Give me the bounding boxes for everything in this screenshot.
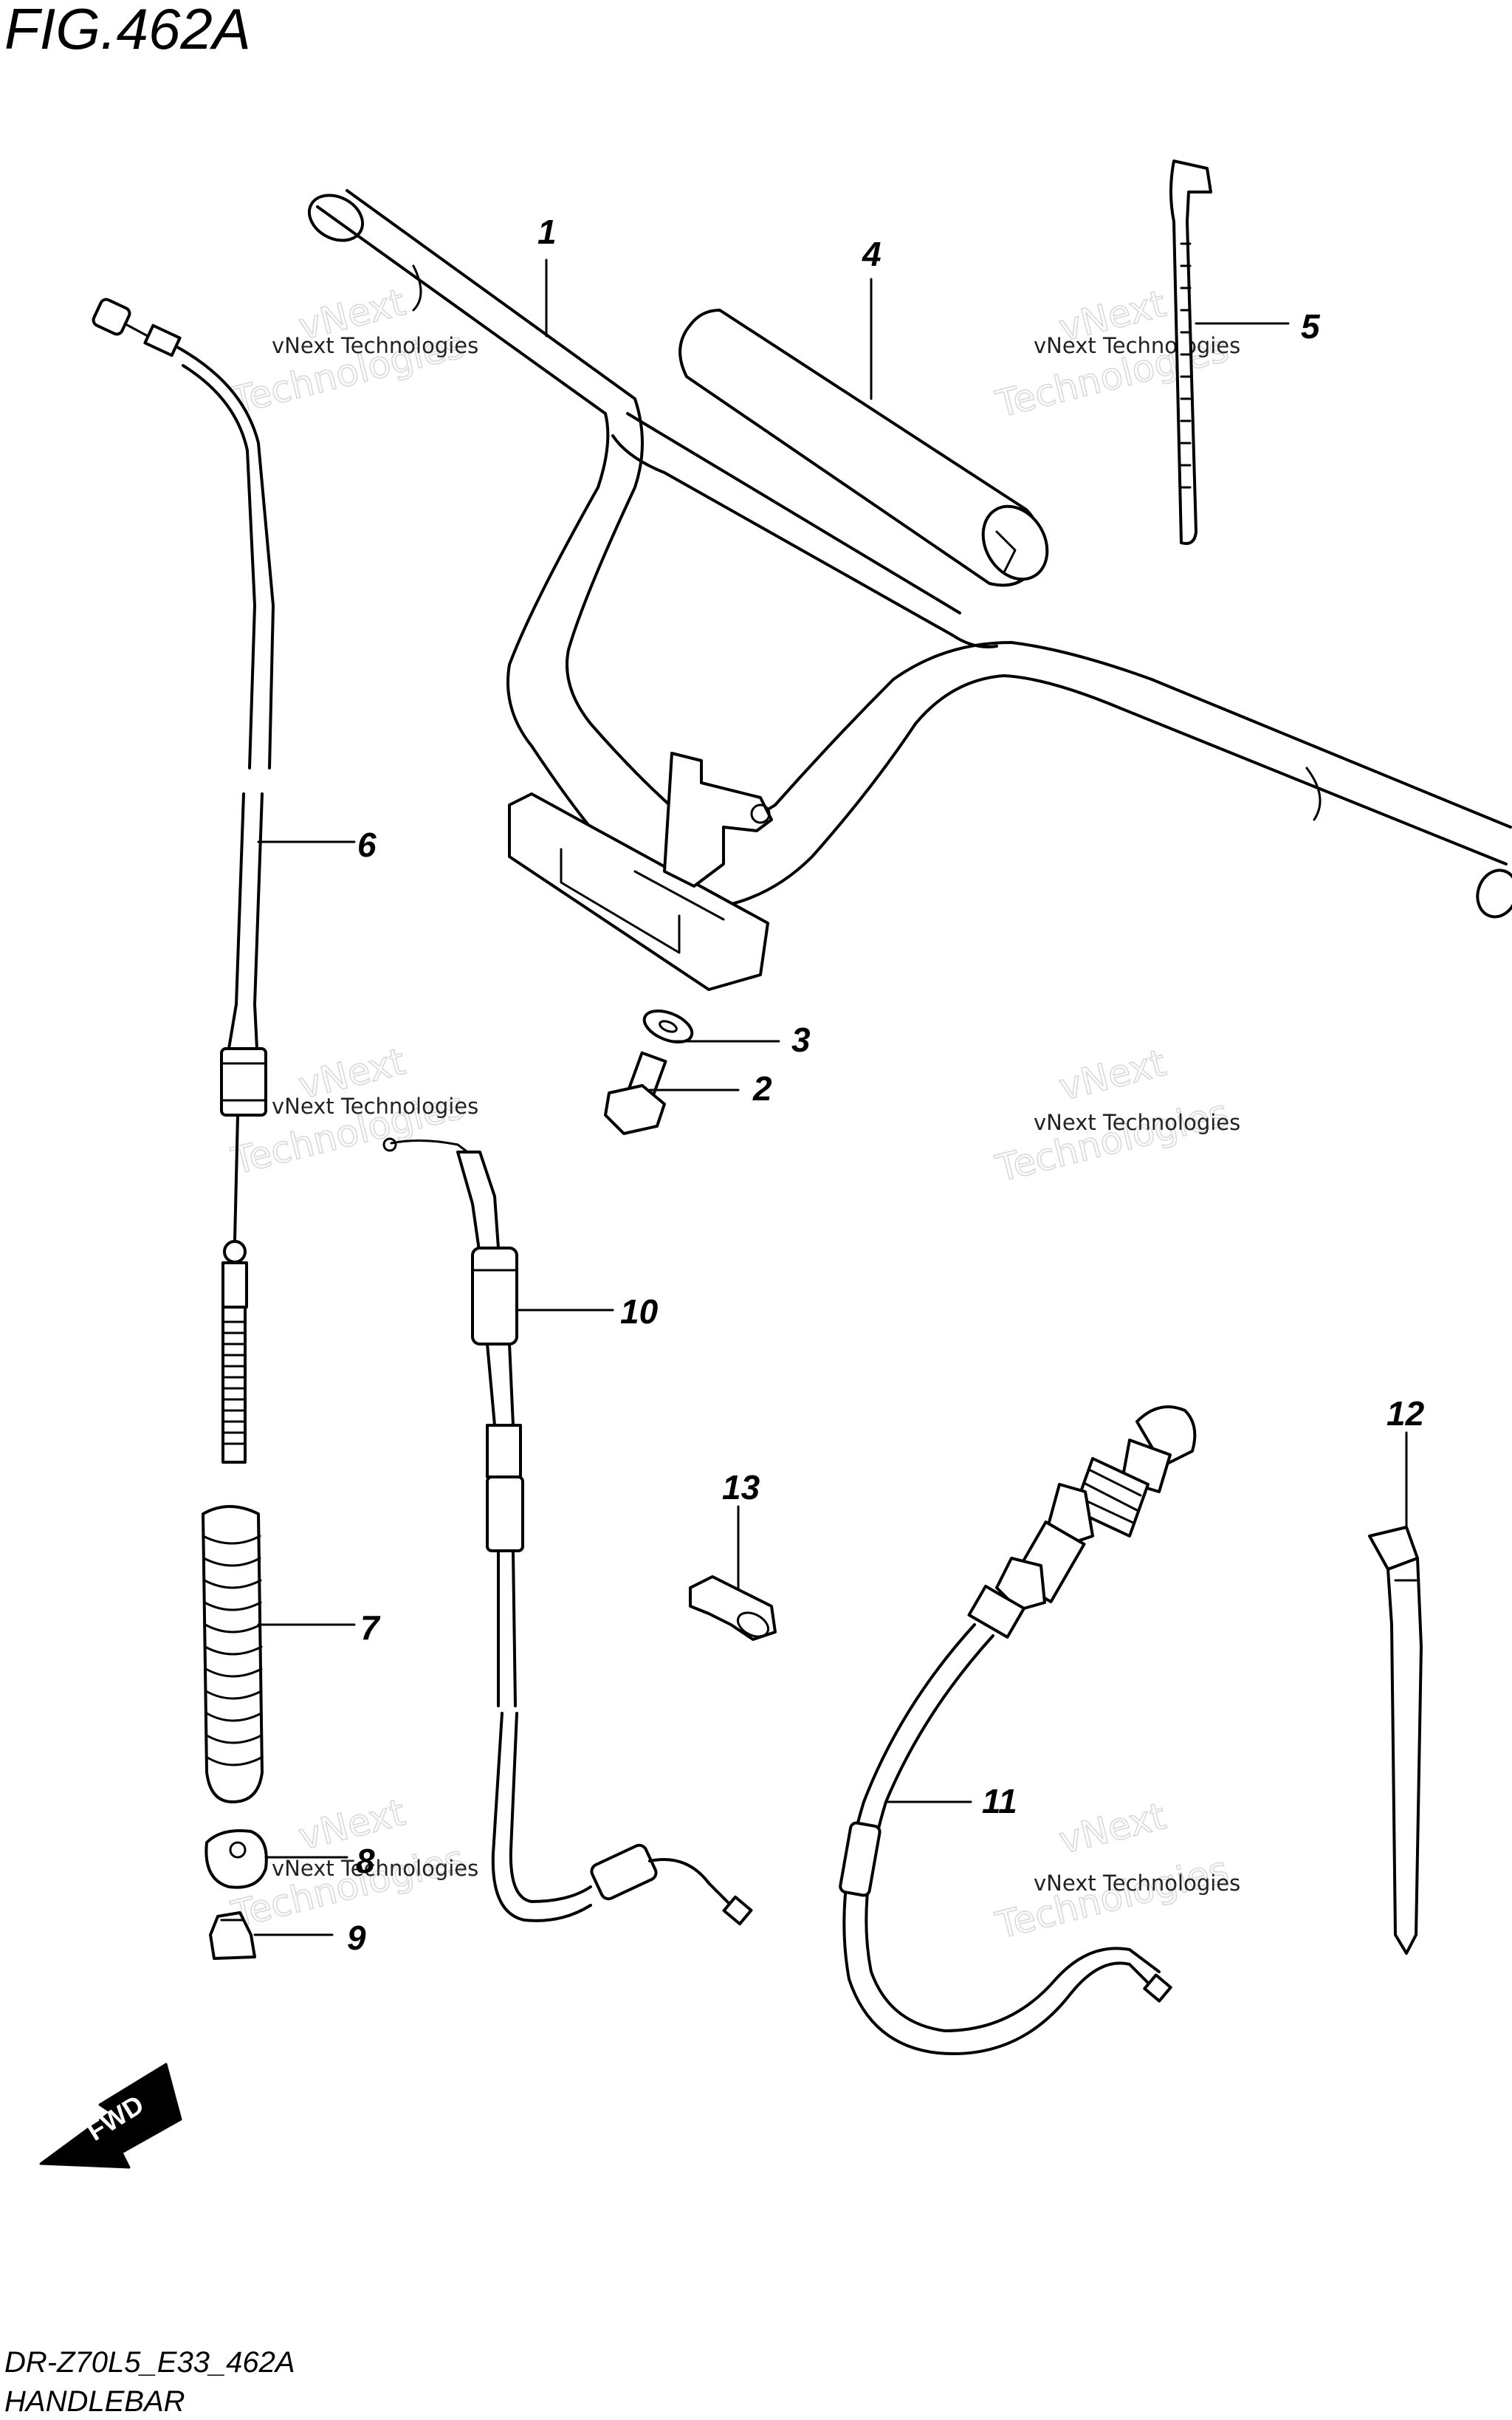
fwd-arrow-icon (39, 2063, 182, 2169)
callout-13: 13 (722, 1468, 760, 1506)
part-handlebar[interactable] (301, 186, 1512, 991)
part-bolt-2[interactable] (604, 1051, 667, 1135)
watermark-outline-b: Technologies (992, 1848, 1233, 1947)
callout-7: 7 (360, 1608, 381, 1647)
callout-6: 6 (357, 826, 377, 864)
part-cable-tie-long[interactable] (1368, 1526, 1423, 1955)
part-handlebar-pad[interactable] (678, 309, 1060, 591)
watermark-top-left: Technologies vNext vNext Technologies (227, 280, 478, 422)
watermark-text: vNext Technologies (272, 1856, 478, 1881)
callout-1: 1 (537, 213, 557, 251)
callout-5: 5 (1301, 307, 1321, 346)
watermark-outline-a: vNext (295, 1791, 410, 1859)
callout-labels: 1 2 3 4 5 6 7 8 9 10 11 12 13 (347, 213, 1425, 1957)
callout-8: 8 (356, 1842, 375, 1880)
part-boot[interactable] (202, 1505, 264, 1803)
watermark-outline-a: vNext (1055, 1795, 1170, 1862)
callout-12: 12 (1386, 1394, 1425, 1433)
part-washer-3[interactable] (640, 1005, 697, 1049)
watermark-text: vNext Technologies (1034, 1871, 1240, 1896)
callout-2: 2 (752, 1069, 772, 1108)
watermark-text: vNext Technologies (1034, 1110, 1240, 1135)
part-clamp[interactable] (689, 1575, 777, 1642)
watermark-text: vNext Technologies (1034, 333, 1240, 358)
figure-code: DR-Z70L5_E33_462A (4, 2346, 295, 2379)
watermark-text: vNext Technologies (272, 1094, 478, 1119)
figure-title: FIG.462A (4, 0, 251, 61)
watermark-outline-a: vNext (1055, 1041, 1170, 1109)
forward-direction-arrow: FWD (39, 2063, 182, 2169)
watermark-outline-b: Technologies (992, 1091, 1233, 1190)
part-brake-cable[interactable] (92, 298, 275, 1464)
part-cable-end-8[interactable] (205, 1829, 268, 1889)
part-choke-cable[interactable] (839, 1405, 1197, 2055)
callout-4: 4 (862, 235, 882, 273)
callout-9: 9 (347, 1919, 366, 1957)
part-cable-tie-short[interactable] (1169, 160, 1212, 545)
part-throttle-cable[interactable] (382, 1137, 753, 1926)
callout-3: 3 (791, 1021, 811, 1059)
watermark-text: vNext Technologies (272, 333, 478, 358)
callout-10: 10 (620, 1292, 659, 1331)
watermark-middle-right: Technologies vNext vNext Technologies (991, 1041, 1240, 1190)
part-cable-nut-9[interactable] (209, 1911, 256, 1960)
figure-name: HANDLEBAR (4, 2385, 185, 2418)
callout-11: 11 (982, 1782, 1017, 1820)
leader-lines (253, 258, 1408, 1936)
watermark-bottom-right: Technologies vNext vNext Technologies (991, 1794, 1240, 1947)
watermark-top-right: Technologies vNext vNext Technologies (991, 281, 1240, 426)
